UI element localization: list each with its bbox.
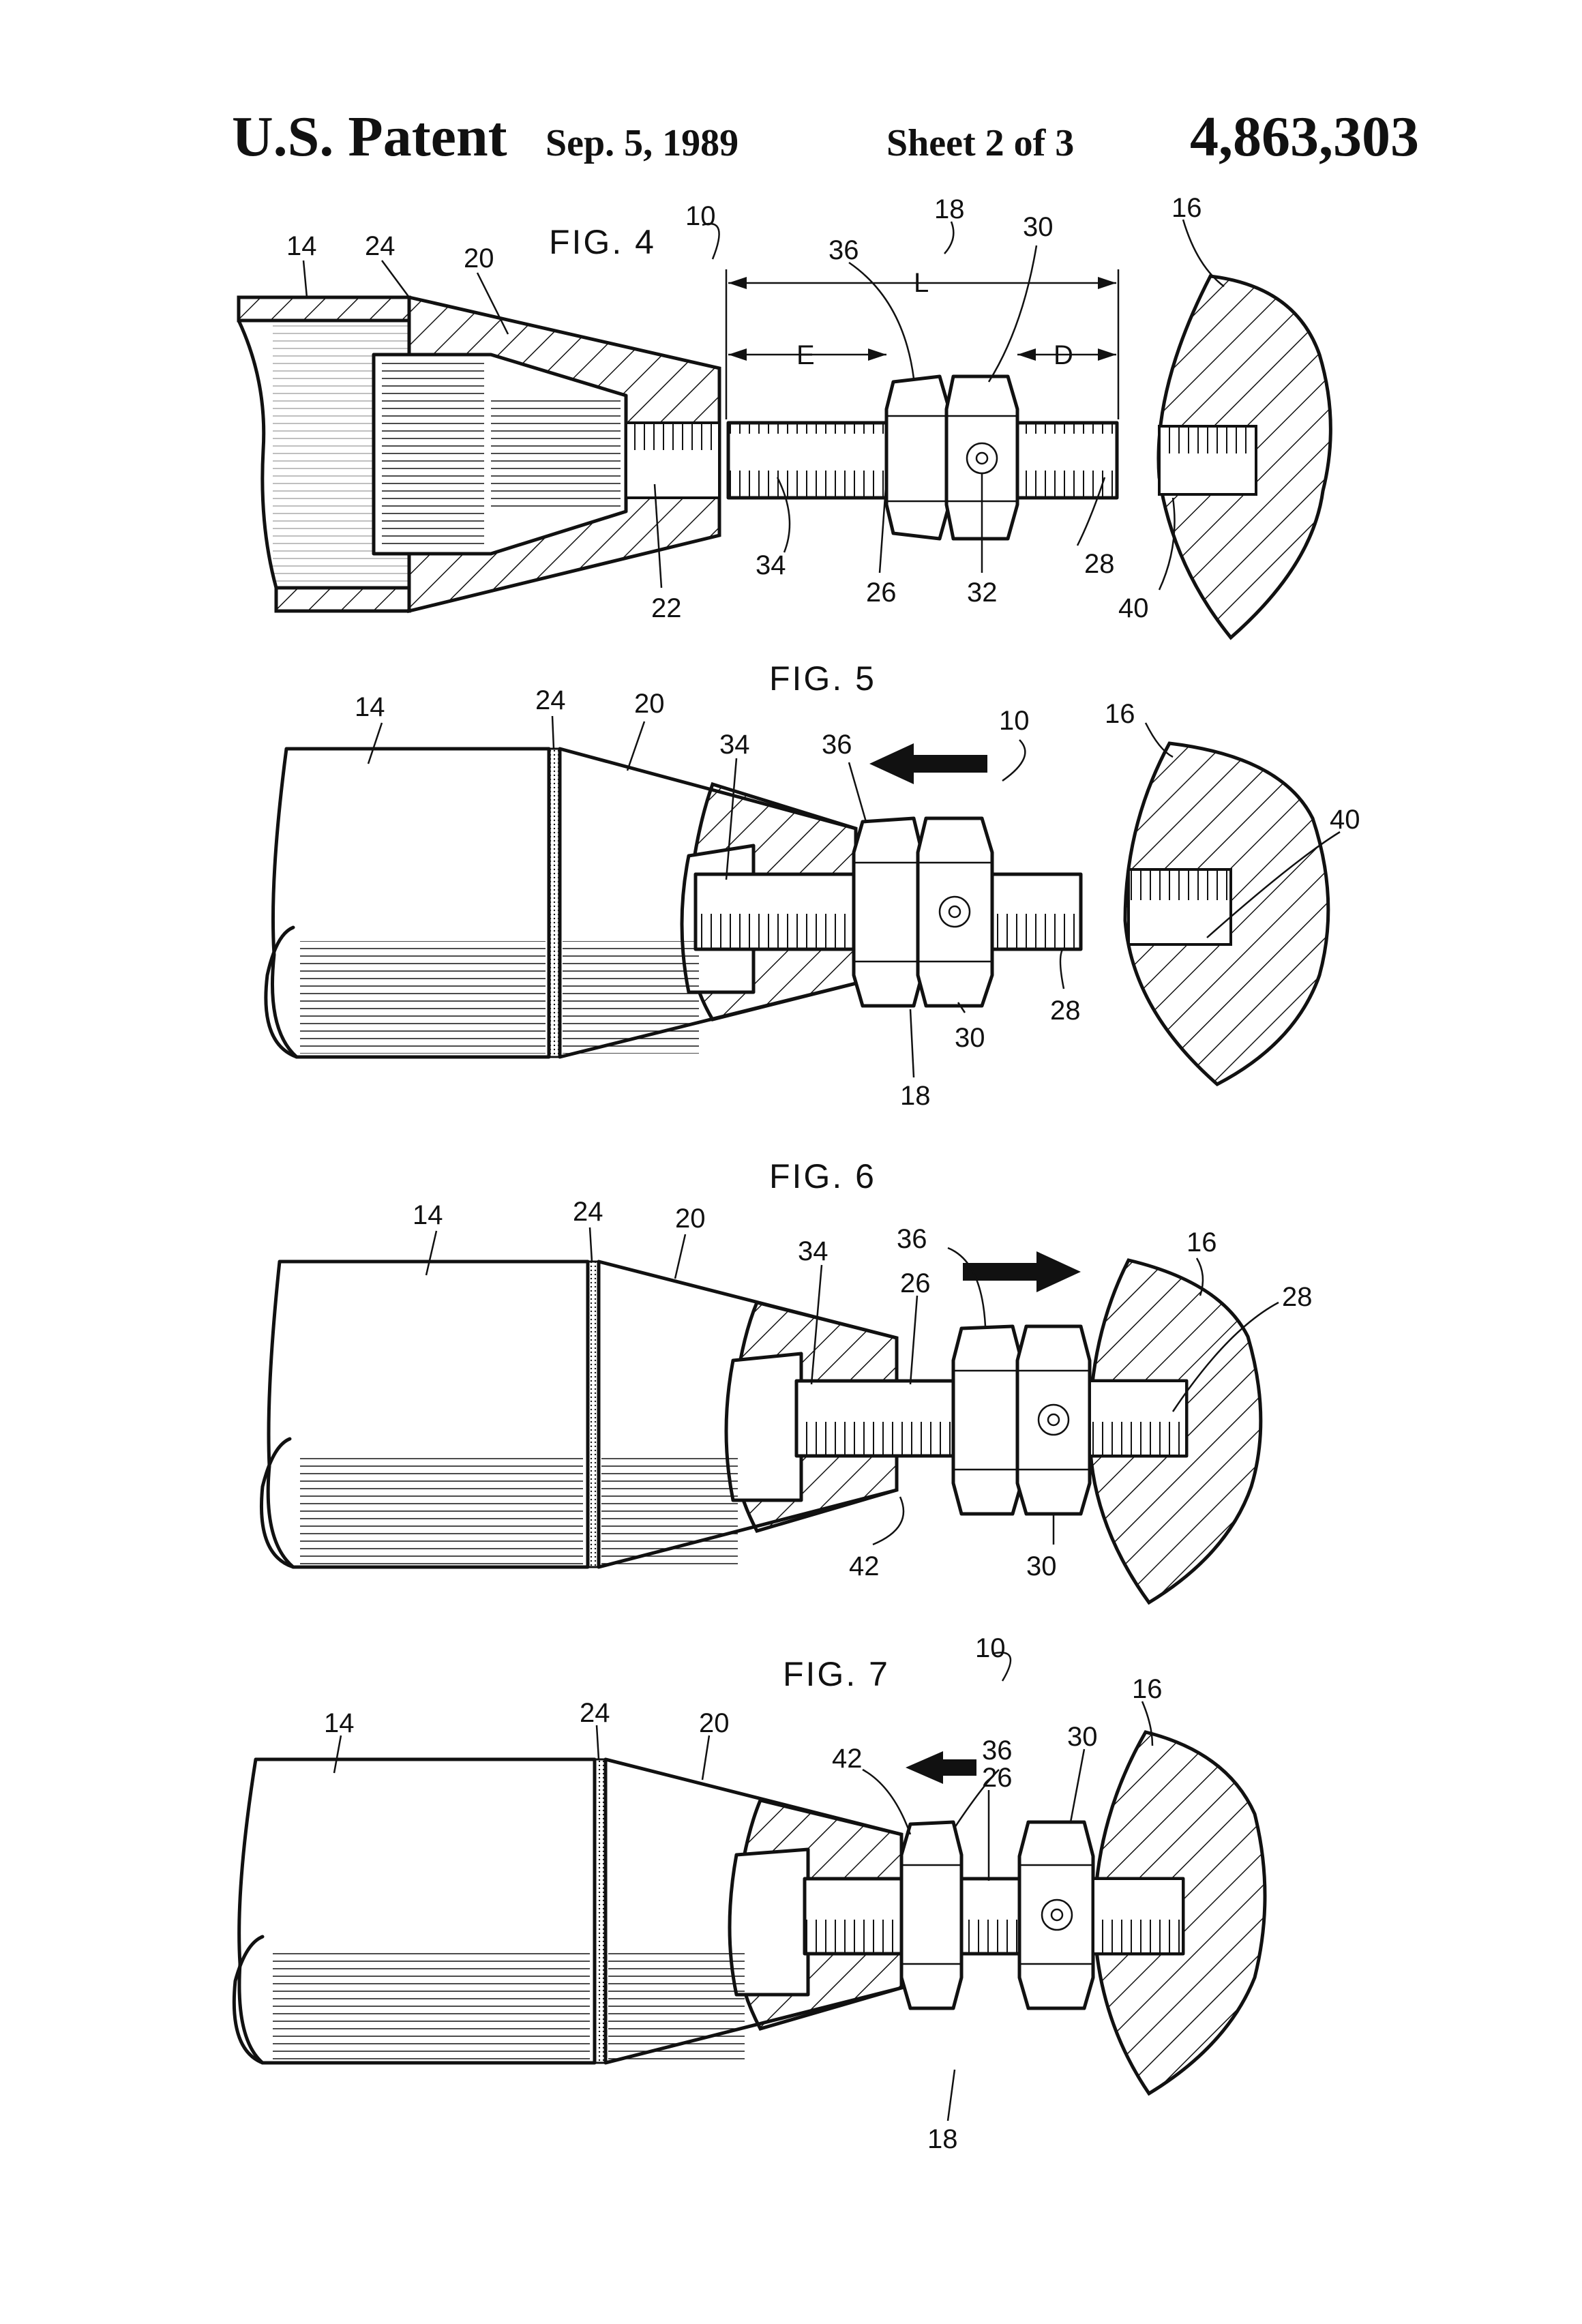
fig4-label-16: 16 <box>1171 193 1202 223</box>
fig6-label-14: 14 <box>413 1200 443 1230</box>
fig4-label-40: 40 <box>1118 593 1149 623</box>
fig5-nut-36 <box>854 818 922 1006</box>
fig4-label-22: 22 <box>651 593 682 623</box>
fig4-label-E: E <box>796 340 815 370</box>
fig4-workpiece <box>1159 276 1330 638</box>
fig4-label-24: 24 <box>365 231 395 261</box>
figure-6: FIG. 6 <box>261 1157 1312 1603</box>
fig4-label-26: 26 <box>866 578 897 608</box>
fig4-label-D: D <box>1054 340 1073 370</box>
figure-6-title: FIG. 6 <box>769 1157 876 1195</box>
fig6-label-30: 30 <box>1026 1551 1057 1581</box>
fig7-label-10: 10 <box>975 1633 1006 1663</box>
fig7-label-42: 42 <box>832 1744 863 1774</box>
fig6-label-24: 24 <box>573 1197 603 1227</box>
fig6-nut-30 <box>1017 1326 1090 1514</box>
fig4-label-30: 30 <box>1023 212 1054 242</box>
fig5-label-14: 14 <box>355 692 385 722</box>
fig4-label-34: 34 <box>756 550 786 580</box>
fig6-label-20: 20 <box>675 1204 706 1234</box>
fig5-label-24: 24 <box>535 685 566 715</box>
fig7-label-30: 30 <box>1067 1722 1098 1752</box>
fig4-label-32: 32 <box>967 578 998 608</box>
figure-5-title: FIG. 5 <box>769 659 876 698</box>
fig5-label-20: 20 <box>634 689 665 719</box>
figure-4: FIG. 4 <box>239 193 1330 638</box>
fig5-label-18: 18 <box>900 1081 931 1111</box>
fig7-nut-36 <box>901 1822 961 2008</box>
fig7-label-36: 36 <box>982 1735 1013 1766</box>
fig5-workpiece <box>1125 743 1328 1084</box>
fig6-label-42: 42 <box>849 1551 880 1581</box>
fig5-pipe <box>266 749 560 1057</box>
fig6-arrow-right-icon <box>963 1251 1081 1292</box>
fig7-workpiece <box>1093 1732 1265 2094</box>
fig7-label-16: 16 <box>1132 1674 1163 1704</box>
fig6-label-16: 16 <box>1186 1227 1217 1257</box>
fig5-label-30: 30 <box>955 1023 985 1053</box>
fig6-workpiece <box>1090 1260 1261 1603</box>
fig4-label-18: 18 <box>934 194 965 224</box>
fig7-nut-30 <box>1019 1822 1093 2008</box>
fig6-label-34: 34 <box>798 1236 829 1266</box>
fig5-label-40: 40 <box>1330 805 1360 835</box>
fig6-label-26: 26 <box>900 1268 931 1298</box>
header-patent-label: U.S. Patent <box>232 105 507 168</box>
fig5-label-28: 28 <box>1050 996 1081 1026</box>
figure-4-title: FIG. 4 <box>549 223 656 261</box>
fig5-arrow-left-icon <box>869 743 987 784</box>
fig7-label-24: 24 <box>580 1698 610 1728</box>
fig7-arrow-left-icon <box>906 1751 976 1784</box>
fig7-label-26: 26 <box>982 1763 1013 1793</box>
header-sheet: Sheet 2 of 3 <box>886 122 1074 164</box>
fig6-label-28: 28 <box>1282 1282 1313 1312</box>
fig4-nut-36 <box>886 376 949 539</box>
fig7-pipe <box>234 1759 606 2063</box>
fig6-label-36: 36 <box>897 1224 927 1254</box>
fig4-label-L: L <box>914 268 929 298</box>
fig7-label-18: 18 <box>927 2124 958 2154</box>
figure-7: FIG. 7 <box>234 1633 1265 2154</box>
fig4-label-28: 28 <box>1084 549 1115 579</box>
fig5-label-36: 36 <box>822 730 852 760</box>
fig6-nut-36 <box>953 1326 1021 1514</box>
header-patent-number: 4,863,303 <box>1190 105 1419 168</box>
fig4-fitting <box>374 297 719 611</box>
fig4-label-20: 20 <box>464 243 494 273</box>
fig5-label-16: 16 <box>1105 699 1135 729</box>
figure-7-title: FIG. 7 <box>783 1655 890 1693</box>
page-header: U.S. Patent Sep. 5, 1989 Sheet 2 of 3 4,… <box>232 105 1419 168</box>
fig4-label-14: 14 <box>286 231 317 261</box>
fig5-nut-30 <box>918 818 992 1006</box>
fig7-label-14: 14 <box>324 1708 355 1738</box>
fig5-label-10: 10 <box>999 706 1030 736</box>
figure-5: FIG. 5 <box>266 659 1360 1111</box>
header-date: Sep. 5, 1989 <box>546 122 738 164</box>
fig4-label-36: 36 <box>829 235 859 265</box>
fig7-label-20: 20 <box>699 1708 730 1738</box>
fig6-pipe <box>261 1262 599 1567</box>
fig4-label-10: 10 <box>685 201 716 231</box>
fig5-label-34: 34 <box>719 730 750 760</box>
